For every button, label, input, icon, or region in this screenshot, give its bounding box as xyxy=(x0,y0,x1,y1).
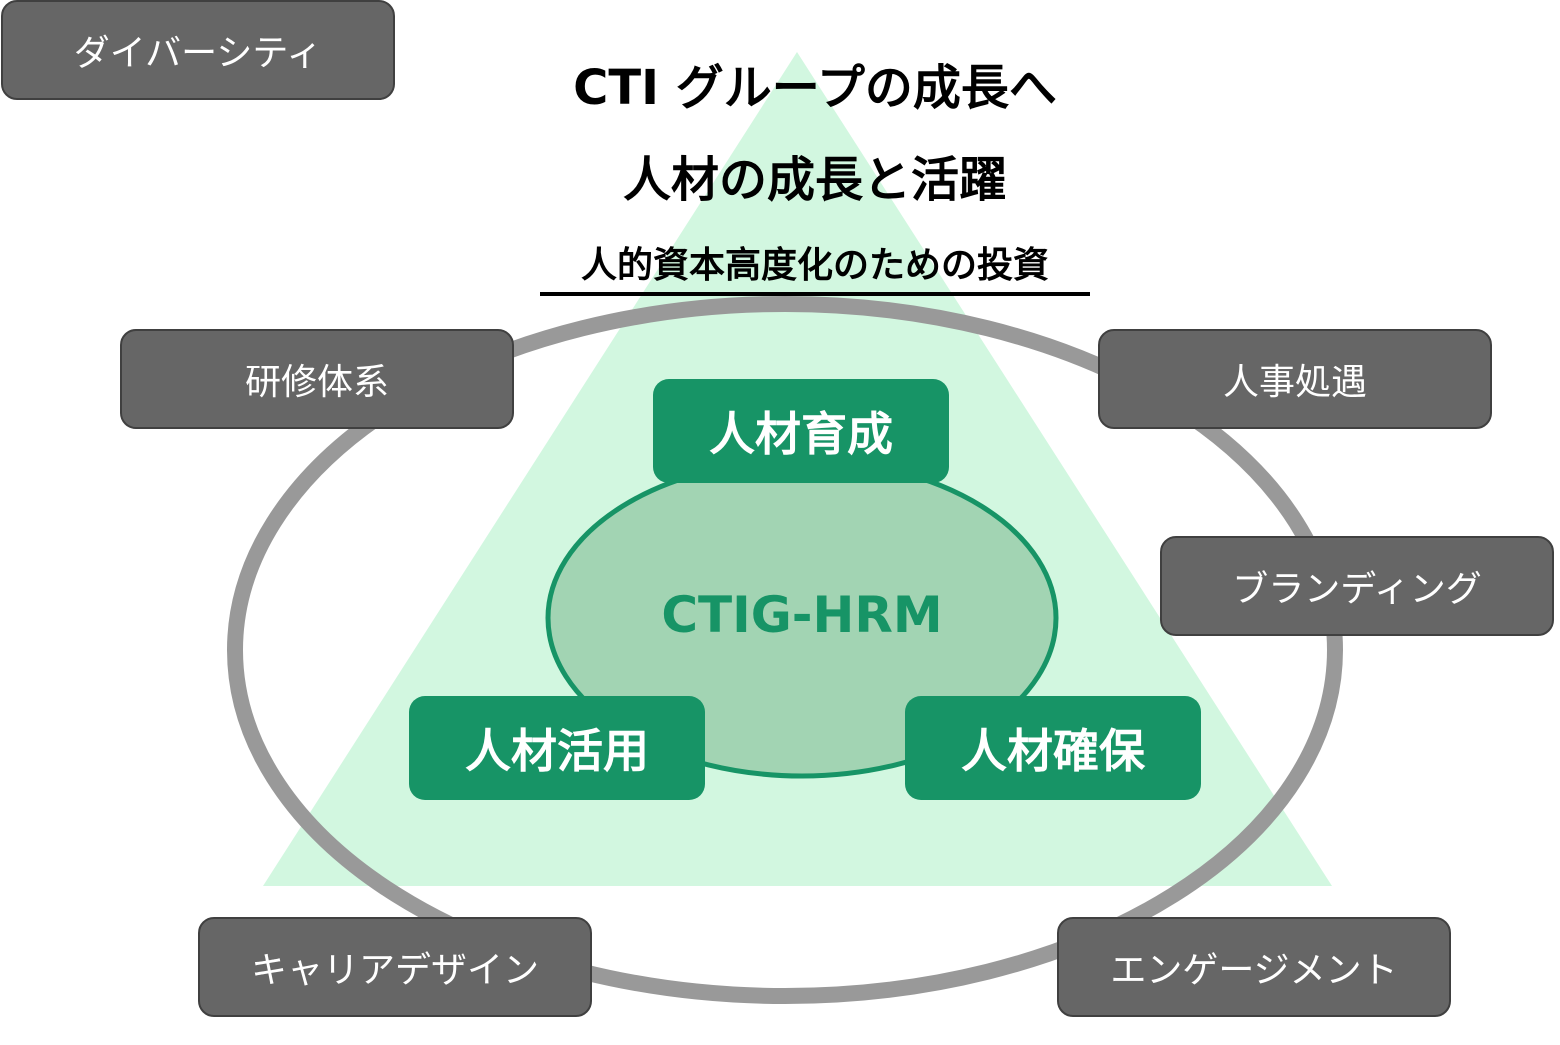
title-talent-growth: 人材の成長と活躍 xyxy=(622,152,1007,208)
item-career-design: キャリアデザイン xyxy=(198,917,592,1017)
item-hr-treatment: 人事処遇 xyxy=(1098,329,1492,429)
core-label: CTIG-HRM xyxy=(661,586,943,644)
item-training-system: 研修体系 xyxy=(120,329,514,429)
item-branding: ブランディング xyxy=(1160,536,1554,636)
title-investment: 人的資本高度化のための投資 xyxy=(580,245,1049,286)
pillar-talent-development: 人材育成 xyxy=(653,379,949,483)
title-investment-underline xyxy=(540,292,1090,296)
outer-ring xyxy=(227,296,1343,1004)
item-engagement: エンゲージメント xyxy=(1057,917,1451,1017)
title-group-growth: CTI グループの成長へ xyxy=(573,60,1057,116)
pillar-talent-utilization: 人材活用 xyxy=(409,696,705,800)
pillar-talent-acquisition: 人材確保 xyxy=(905,696,1201,800)
item-diversity: ダイバーシティ xyxy=(1,0,395,100)
